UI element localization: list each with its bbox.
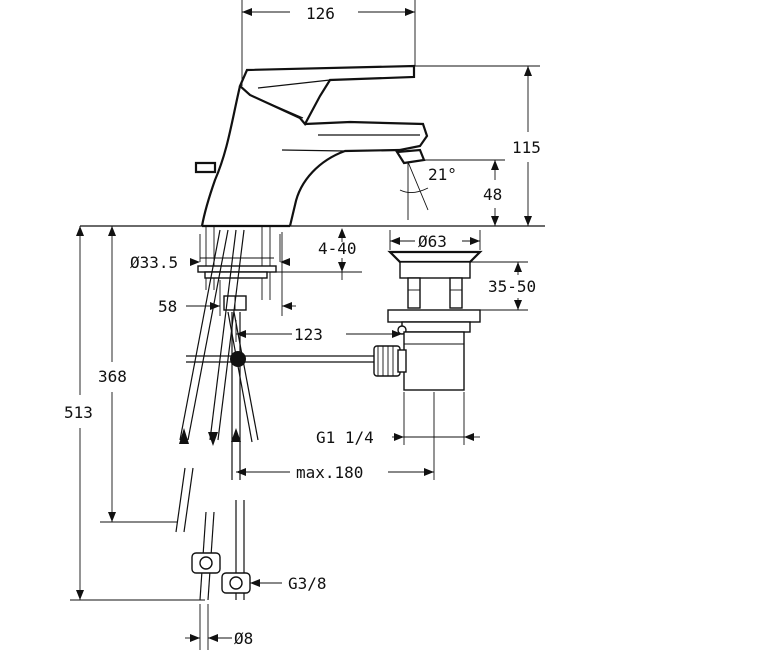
- dim-115-label: 115: [512, 138, 541, 157]
- angle-21-label: 21°: [428, 165, 457, 184]
- mounting-hardware: [197, 226, 277, 311]
- max-180-label: max.180: [296, 463, 363, 482]
- dim-126-label: 126: [306, 4, 335, 23]
- dia-63-label: Ø63: [418, 232, 447, 251]
- range-35-50-label: 35-50: [488, 277, 536, 296]
- dim-123-label: 123: [294, 325, 323, 344]
- dia-33-5-label: Ø33.5: [130, 253, 178, 272]
- faucet-body: [194, 64, 429, 228]
- dim-48-label: 48: [483, 185, 502, 204]
- thread-g1-1-4-label: G1 1/4: [316, 428, 374, 447]
- dim-58-label: 58: [158, 297, 177, 316]
- dimension-labels: 126 115 48 21° Ø63 4-40 Ø33.5 35-50 58 1…: [64, 4, 541, 648]
- range-4-40-label: 4-40: [318, 239, 357, 258]
- dim-513-label: 513: [64, 403, 93, 422]
- drain-assembly: [373, 250, 483, 391]
- popup-rod: [186, 351, 390, 367]
- flexible-hoses: [175, 229, 259, 601]
- dim-368-label: 368: [98, 367, 127, 386]
- dimension-lines: [70, 0, 540, 650]
- dia-8-label: Ø8: [234, 629, 253, 648]
- thread-g3-8-label: G3/8: [288, 574, 327, 593]
